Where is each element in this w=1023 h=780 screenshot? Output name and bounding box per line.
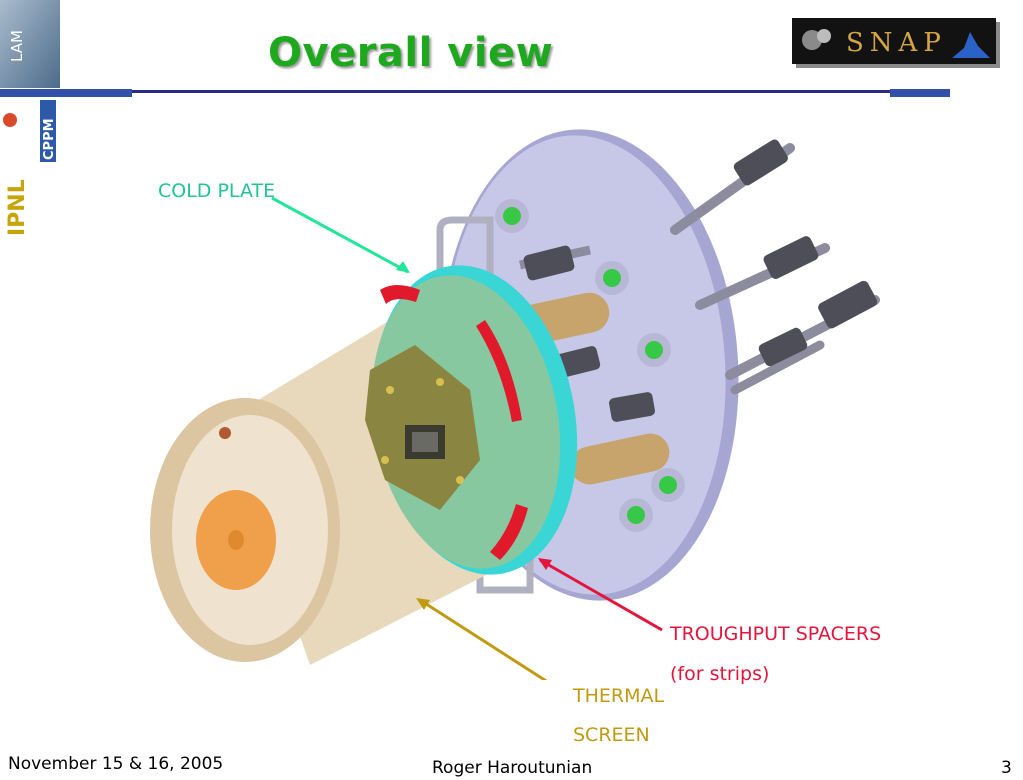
- cad-assembly-drawing: [150, 129, 880, 680]
- snap-logo: SNAP: [792, 18, 1000, 68]
- slide-title: Overall view: [268, 30, 554, 76]
- troughput-spacers-label: TROUGHPUT SPACERS: [670, 623, 882, 645]
- title-rule-left-accent: [0, 89, 132, 97]
- footer-date: November 15 & 16, 2005: [8, 754, 224, 774]
- cold-plate-label: COLD PLATE: [158, 180, 276, 202]
- lam-logo-text: LAM: [8, 30, 26, 62]
- institution-logos: LAM CPPM IPNL: [0, 0, 60, 236]
- ipnl-logo-text: IPNL: [5, 179, 30, 236]
- title-rule: [130, 90, 890, 93]
- cppm-logo-text: CPPM: [42, 118, 57, 160]
- snap-logo-text: SNAP: [846, 28, 947, 58]
- connector-sockets: [495, 199, 685, 532]
- footer-author: Roger Haroutunian: [432, 758, 593, 778]
- troughput-spacers: [380, 285, 528, 560]
- troughput-spacers-sublabel: (for strips): [670, 663, 770, 685]
- leader-arrows: [271, 196, 663, 680]
- feedthrough-connectors: [519, 139, 880, 422]
- title-rule-right-accent: [890, 89, 950, 97]
- thermal-screen-label: THERMAL: [573, 685, 665, 707]
- footer-page-number: 3: [1001, 758, 1012, 778]
- thermal-screen-label-line2: SCREEN: [573, 724, 650, 746]
- ipnl-logo: IPNL: [5, 179, 30, 236]
- detector-board: [365, 345, 480, 510]
- cppm-logo: CPPM: [3, 100, 57, 162]
